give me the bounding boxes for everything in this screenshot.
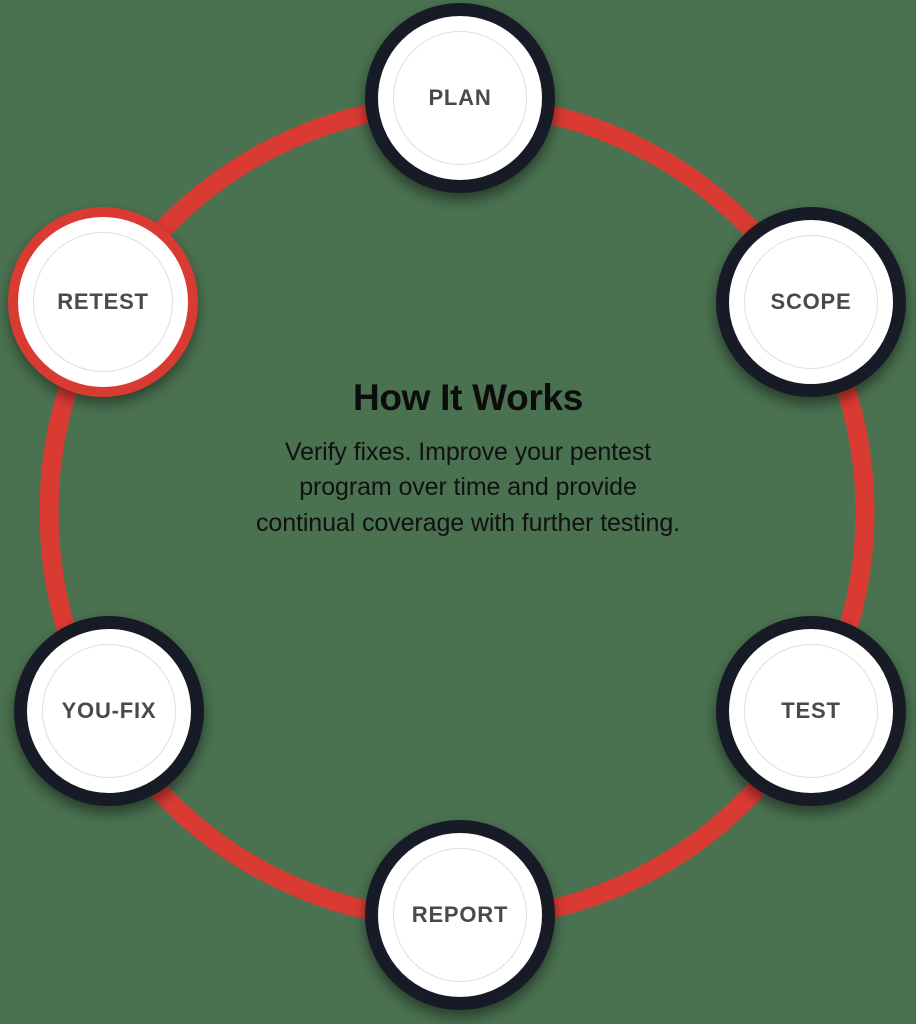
cycle-node-you-fix[interactable]: YOU-FIX (14, 616, 204, 806)
cycle-node-retest[interactable]: RETEST (8, 207, 198, 397)
description-line-2: program over time and provide (299, 473, 637, 502)
cycle-node-plan[interactable]: PLAN (365, 3, 555, 193)
cycle-node-label: RETEST (57, 289, 149, 314)
cycle-node-label: PLAN (428, 85, 492, 110)
cycle-node-label: SCOPE (770, 289, 852, 314)
page-title: How It Works (352, 377, 584, 418)
cycle-node-label: TEST (781, 698, 841, 723)
cycle-node-label: YOU-FIX (61, 698, 157, 723)
description-line-1: Verify fixes. Improve your pentest (284, 437, 652, 466)
cycle-node-label: REPORT (411, 902, 509, 927)
cycle-node-test[interactable]: TEST (716, 616, 906, 806)
center-text-block: How It Works Verify fixes. Improve your … (158, 377, 778, 542)
cycle-node-report[interactable]: REPORT (365, 820, 555, 1010)
cycle-node-scope[interactable]: SCOPE (716, 207, 906, 397)
description: Verify fixes. Improve your pentest progr… (158, 435, 778, 542)
description-line-3: continual coverage with further testing. (255, 508, 680, 537)
